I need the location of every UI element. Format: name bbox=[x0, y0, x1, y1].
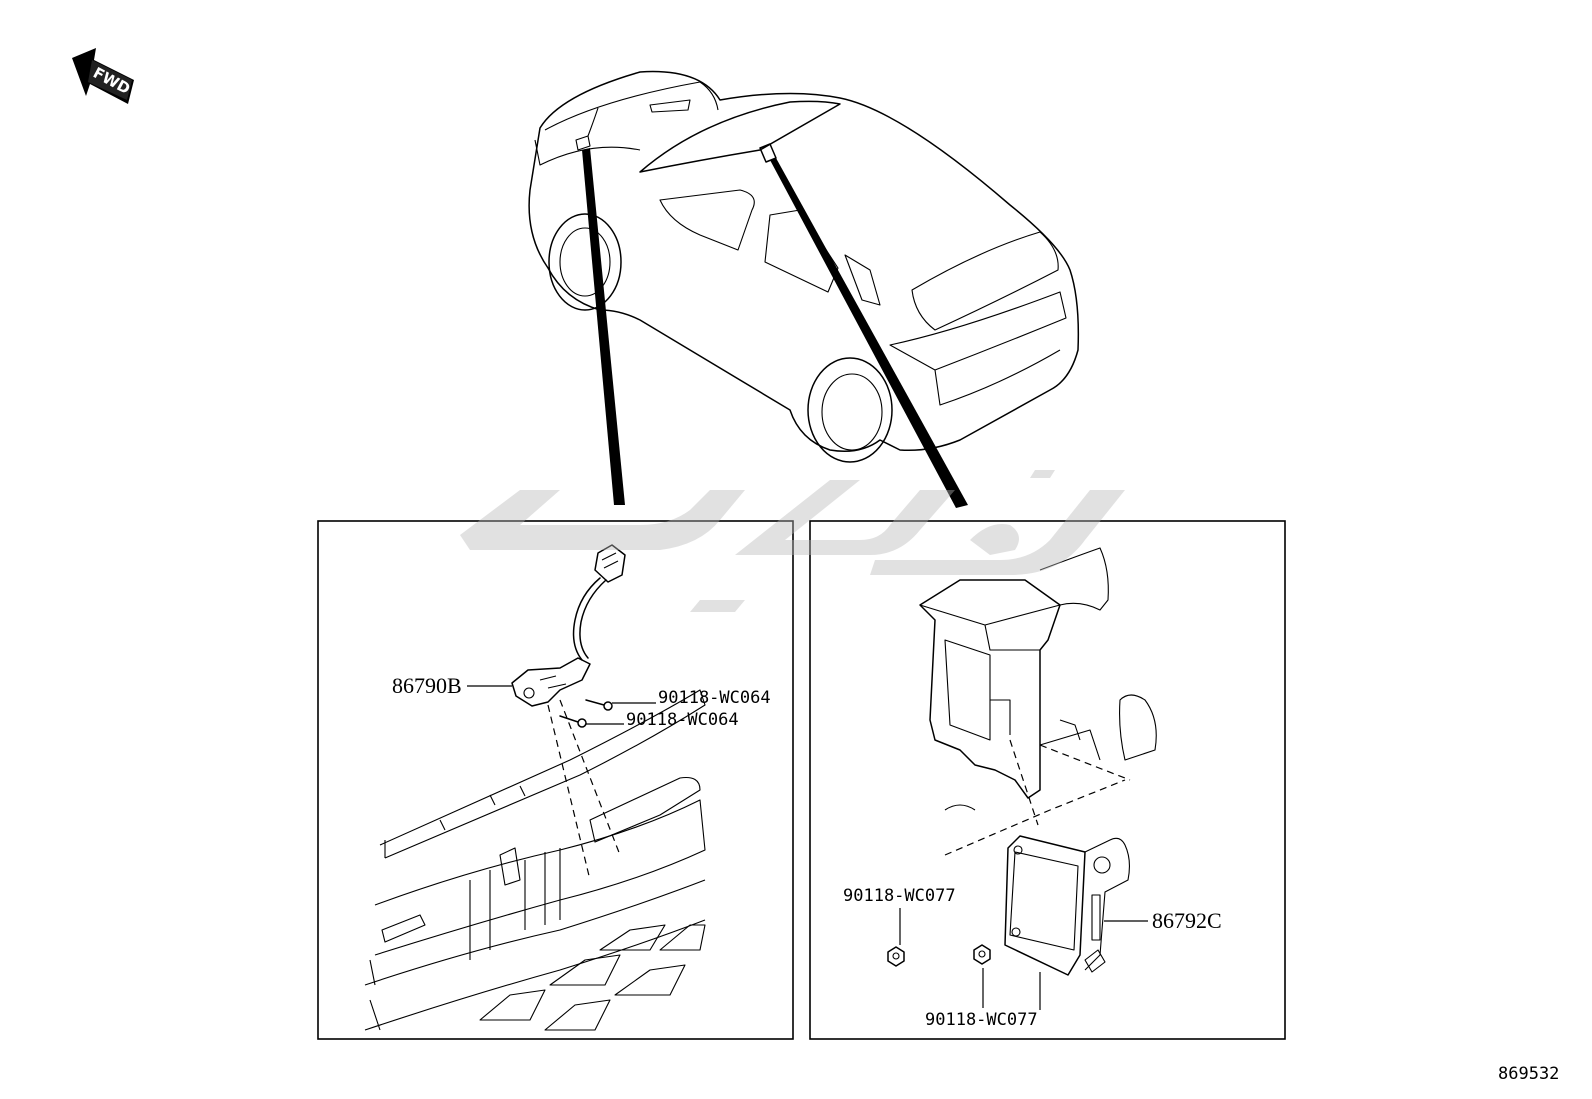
ecu-module bbox=[1004, 835, 1131, 976]
part-label-90118-WC064-upper: 90118-WC064 bbox=[658, 688, 771, 708]
fwd-arrow-icon: FWD bbox=[72, 48, 134, 104]
detail-panel-right bbox=[809, 520, 1286, 1040]
figure-number: 869532 bbox=[1498, 1064, 1559, 1084]
part-label-90118-WC077-left: 90118-WC077 bbox=[843, 886, 956, 906]
part-label-90118-WC064-lower: 90118-WC064 bbox=[626, 710, 739, 730]
detail-panel-left bbox=[317, 520, 794, 1040]
leader-wedge-right bbox=[770, 158, 968, 508]
nut-fasteners bbox=[887, 944, 991, 967]
grille-drawing bbox=[364, 689, 706, 1031]
ecu-mount-drawing bbox=[919, 547, 1157, 856]
sensor-bracket-assembly bbox=[511, 544, 626, 881]
part-label-86792C: 86792C bbox=[1152, 908, 1222, 933]
watermark-logo bbox=[460, 470, 1125, 612]
part-label-86790B: 86790B bbox=[392, 673, 462, 698]
leader-wedge-left bbox=[582, 148, 625, 505]
part-label-90118-WC077-bottom: 90118-WC077 bbox=[925, 1010, 1038, 1030]
